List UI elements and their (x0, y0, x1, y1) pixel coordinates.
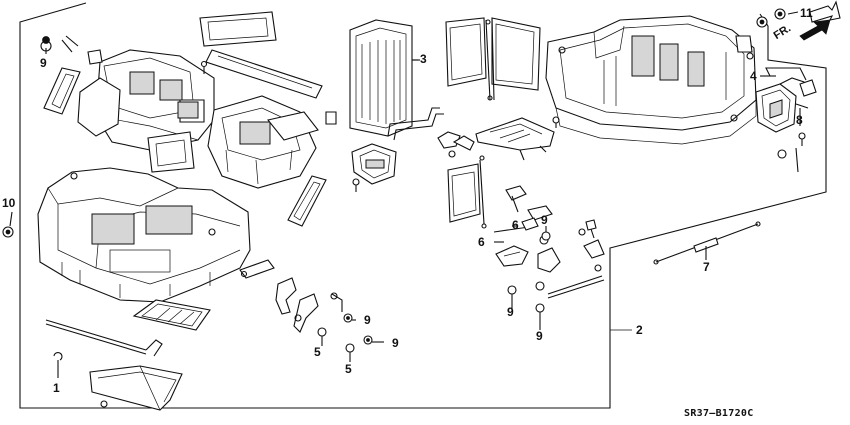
callout-leader-lines (9, 11, 807, 378)
front-direction-arrow-icon (799, 19, 831, 41)
assembly-boundary-line (19, 2, 827, 409)
callout-8: 8 (796, 113, 803, 127)
callout-9-left: 9 (40, 56, 47, 70)
door-linkage-levers (493, 185, 605, 299)
callout-1: 1 (53, 381, 60, 395)
callout-9-right: 9 (541, 213, 548, 227)
control-cable (653, 221, 761, 265)
callout-7: 7 (703, 260, 710, 274)
heater-duct-and-rod (45, 319, 183, 411)
heater-case-lower (37, 167, 251, 303)
callout-9-centre-upper: 9 (364, 313, 371, 327)
centre-linkage-levers (239, 259, 355, 353)
left-small-hardware (2, 35, 208, 238)
top-right-hardware (756, 0, 841, 28)
evaporator-cover-panel (445, 17, 541, 101)
core-cover-and-clamp (351, 143, 397, 192)
callout-9-mid-left: 9 (507, 305, 514, 319)
callout-9-mid-right: 9 (536, 329, 543, 343)
callout-5-left: 5 (314, 345, 321, 359)
mode-door-bracket (437, 116, 560, 161)
blower-housing (545, 15, 757, 145)
callout-6-lower: 6 (478, 235, 485, 249)
callout-5-right: 5 (345, 362, 352, 376)
fastener-clips (343, 231, 551, 345)
callout-10: 10 (2, 196, 16, 210)
diagram-reference-code: SR37–B1720C (684, 408, 754, 419)
floor-outlet-tray (132, 299, 211, 331)
heater-core (349, 19, 444, 141)
callout-9-centre-lower: 9 (392, 336, 399, 350)
case-gaskets-and-seals (43, 11, 337, 227)
callout-2: 2 (636, 323, 643, 337)
blend-door-housing (207, 95, 317, 189)
callout-4: 4 (750, 69, 757, 83)
callout-6-upper: 6 (512, 218, 519, 232)
callout-11: 11 (800, 6, 813, 20)
air-mix-door (447, 155, 487, 229)
blower-motor-and-resistor (755, 77, 817, 173)
callout-3: 3 (420, 52, 427, 66)
